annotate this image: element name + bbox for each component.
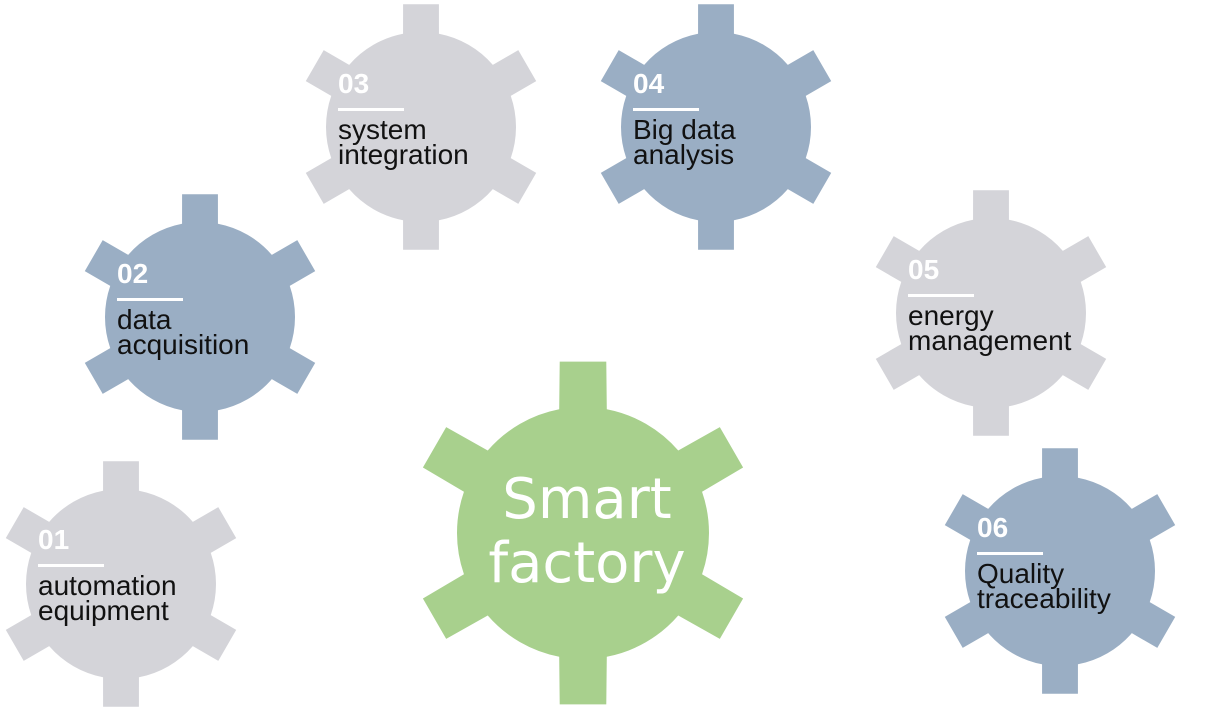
gear-02-shape bbox=[84, 194, 316, 440]
gear-06-title-line2: traceability bbox=[977, 583, 1111, 614]
gear-03-divider bbox=[338, 108, 404, 111]
gear-06-label: 06 Quality traceability bbox=[977, 512, 1111, 614]
gear-02-title-line2: acquisition bbox=[117, 329, 250, 360]
gear-04-number: 04 bbox=[633, 68, 665, 99]
gear-01-title-line1: automation bbox=[38, 570, 177, 601]
gear-05-label: 05 energy management bbox=[908, 254, 1072, 356]
center-title-line2: factory bbox=[488, 531, 686, 596]
gear-04-divider bbox=[633, 108, 699, 111]
gear-01-label: 01 automation equipment bbox=[38, 524, 177, 626]
gear-05-title-line2: management bbox=[908, 325, 1072, 356]
gear-04-shape bbox=[600, 4, 832, 250]
gear-05-title-line1: energy bbox=[908, 300, 994, 331]
gear-03-title-line2: integration bbox=[338, 139, 469, 170]
gear-03-title-line1: system bbox=[338, 114, 427, 145]
gear-05-divider bbox=[908, 294, 974, 297]
gear-02-label: 02 data acquisition bbox=[117, 258, 250, 360]
center-gear-label: Smart factory bbox=[433, 468, 741, 596]
gear-03-label: 03 system integration bbox=[338, 68, 469, 170]
gear-04-title-line2: analysis bbox=[633, 139, 735, 170]
center-gear-shape bbox=[422, 361, 744, 705]
gear-05-shape bbox=[875, 190, 1107, 436]
gear-06-number: 06 bbox=[977, 512, 1009, 543]
gear-03-shape bbox=[305, 4, 537, 250]
gear-02-number: 02 bbox=[117, 258, 149, 289]
gear-01-shape bbox=[5, 461, 237, 707]
gear-01-title-line2: equipment bbox=[38, 595, 169, 626]
gear-02-title-line1: data bbox=[117, 304, 172, 335]
gear-03-number: 03 bbox=[338, 68, 370, 99]
gear-04-title-line1: Big data bbox=[633, 114, 736, 145]
gear-01-number: 01 bbox=[38, 524, 70, 555]
center-title-line1: Smart bbox=[502, 467, 672, 532]
gear-02-divider bbox=[117, 298, 183, 301]
gear-06-shape bbox=[944, 448, 1176, 694]
gear-04-label: 04 Big data analysis bbox=[633, 68, 736, 170]
gear-05-number: 05 bbox=[908, 254, 940, 285]
gear-06-title-line1: Quality bbox=[977, 558, 1065, 589]
gear-06-divider bbox=[977, 552, 1043, 555]
gear-01-divider bbox=[38, 564, 104, 567]
